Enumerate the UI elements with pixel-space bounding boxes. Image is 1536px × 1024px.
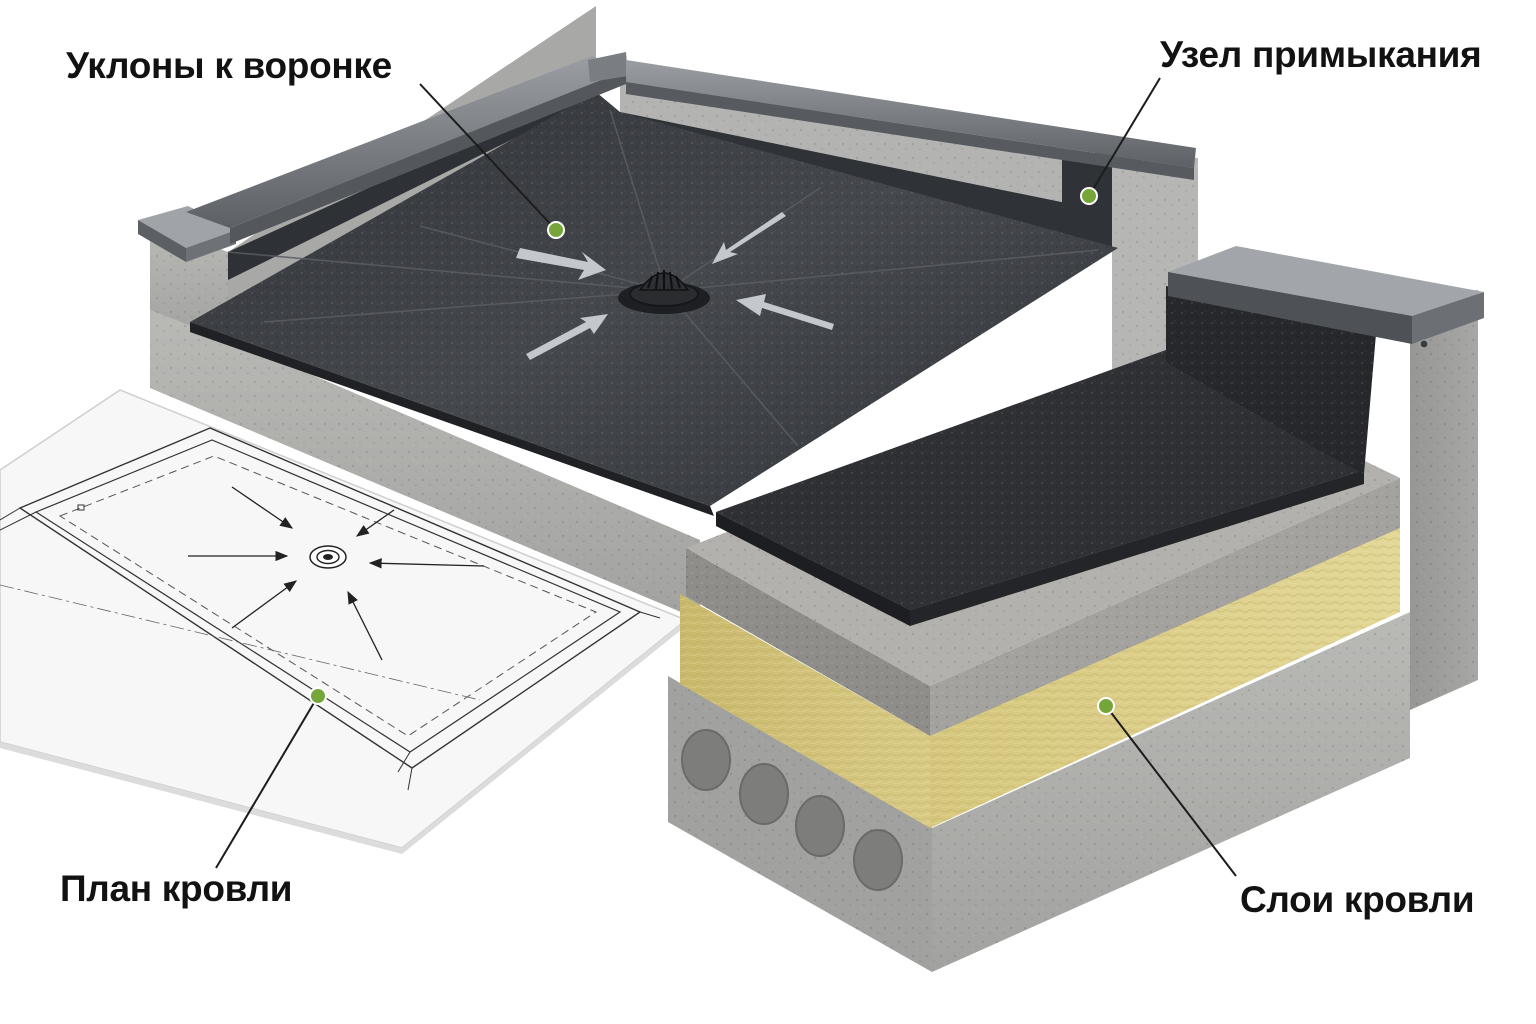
slab-hollow-cores (681, 729, 903, 891)
callout-layers-label: Слои кровли (1240, 879, 1475, 920)
callout-line-plan (215, 695, 319, 869)
callout-dot-icon (309, 687, 327, 705)
callout-dot-icon (1080, 187, 1098, 205)
callout-line-slopes (419, 83, 557, 231)
callout-junction-label: Узел примыкания (1160, 34, 1482, 75)
callouts (215, 77, 1237, 877)
callout-line-layers (1105, 705, 1237, 877)
slope-arrows (516, 212, 834, 360)
callout-dot-icon (547, 221, 565, 239)
roof-drain-icon (618, 270, 710, 314)
plan-drain-icon (309, 545, 347, 569)
plan-slope-arrows (188, 486, 485, 661)
callout-line-junction (1088, 77, 1161, 197)
callout-dot-icon (1097, 697, 1115, 715)
callout-slopes-label: Уклоны к воронке (66, 45, 392, 86)
roof-plan-sheet (0, 389, 688, 854)
roof-layers-section (668, 246, 1484, 972)
roof-block (138, 6, 1198, 620)
callout-plan-label: План кровли (60, 868, 293, 909)
